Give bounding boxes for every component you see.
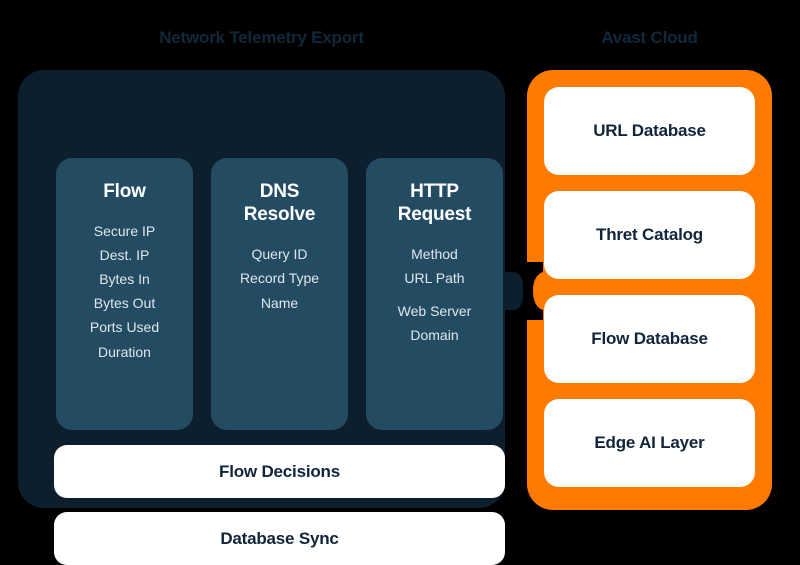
feature-list-http-request: Method URL Path Web Server Domain (374, 242, 495, 346)
feature-column-dns-resolve[interactable]: DNS Resolve Query ID Record Type Name (211, 158, 348, 430)
feature-column-flow[interactable]: Flow Secure IP Dest. IP Bytes In Bytes O… (56, 158, 193, 430)
feature-heading-http-request: HTTP Request (374, 180, 495, 226)
heading-line-1: HTTP (410, 181, 459, 202)
list-item: Duration (98, 343, 151, 360)
list-item: Ports Used (89, 319, 160, 336)
heading-line-2: Request (397, 204, 472, 226)
network-telemetry-panel: Flow Secure IP Dest. IP Bytes In Bytes O… (18, 70, 505, 565)
list-item: Bytes In (99, 271, 150, 288)
list-item: URL Path (404, 270, 465, 287)
list-spacer (374, 291, 495, 299)
list-item: Name (260, 294, 299, 311)
list-item: Method (411, 246, 458, 263)
list-item: Secure IP (93, 223, 156, 240)
feature-list-flow: Secure IP Dest. IP Bytes In Bytes Out Po… (64, 219, 185, 363)
right-section-title: Avast Cloud (601, 28, 698, 47)
feature-heading-dns-resolve: DNS Resolve (219, 180, 340, 226)
connector-notch-icon (527, 262, 543, 320)
list-item: Record Type (239, 270, 320, 287)
cloud-card-edge-ai-layer[interactable]: Edge AI Layer (544, 399, 755, 487)
list-item: Web Server (397, 302, 472, 319)
cloud-card-url-database[interactable]: URL Database (544, 87, 755, 175)
cloud-card-thret-catalog[interactable]: Thret Catalog (544, 191, 755, 279)
bar-flow-decisions[interactable]: Flow Decisions (54, 445, 505, 498)
list-item: Query ID (251, 246, 308, 263)
feature-heading-flow: Flow (103, 181, 146, 202)
list-item: Domain (410, 326, 459, 343)
cloud-card-flow-database[interactable]: Flow Database (544, 295, 755, 383)
diagram-canvas: Network Telemetry Export Avast Cloud Flo… (18, 28, 772, 565)
heading-line-2: Resolve (243, 204, 316, 226)
heading-line-1: DNS (259, 181, 300, 202)
feature-list-dns-resolve: Query ID Record Type Name (219, 242, 340, 314)
bar-database-sync[interactable]: Database Sync (54, 512, 505, 565)
list-item: Bytes Out (93, 295, 156, 312)
arrow-connector-icon (503, 272, 525, 310)
list-item: Dest. IP (99, 247, 150, 264)
avast-cloud-panel: URL Database Thret Catalog Flow Database… (527, 70, 772, 510)
left-section-title: Network Telemetry Export (159, 28, 364, 47)
feature-column-http-request[interactable]: HTTP Request Method URL Path Web Server … (366, 158, 503, 430)
